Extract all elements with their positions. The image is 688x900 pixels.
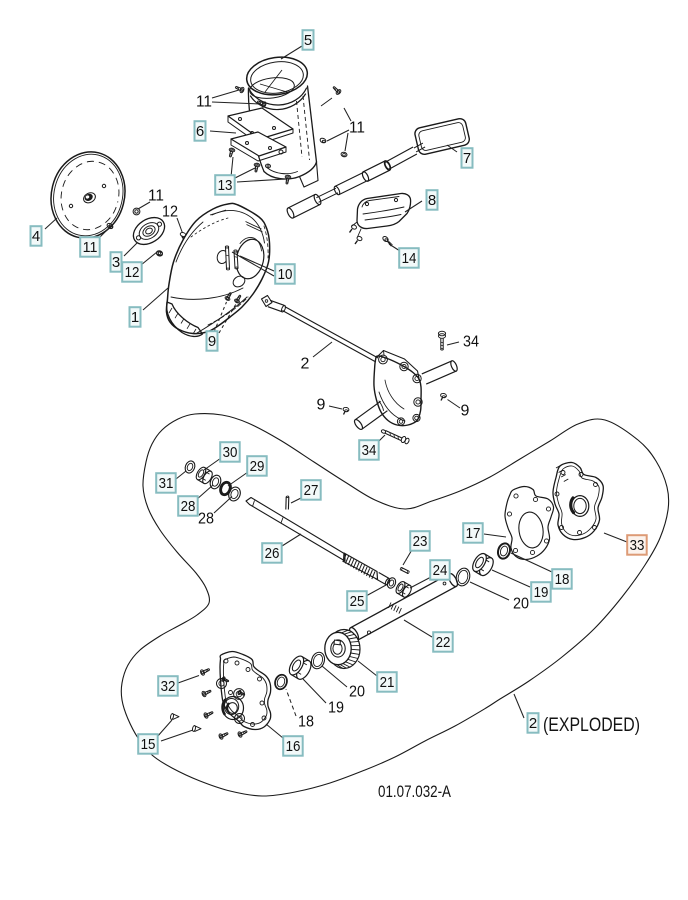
svg-text:12: 12 — [125, 264, 140, 281]
svg-text:20: 20 — [513, 596, 529, 613]
svg-text:12: 12 — [162, 204, 178, 221]
svg-text:28: 28 — [181, 498, 196, 515]
svg-text:1: 1 — [131, 309, 139, 326]
svg-text:9: 9 — [461, 403, 470, 420]
svg-text:33: 33 — [630, 537, 645, 554]
svg-text:6: 6 — [196, 123, 204, 140]
svg-text:17: 17 — [466, 525, 481, 542]
svg-text:19: 19 — [328, 700, 344, 717]
svg-text:18: 18 — [555, 571, 570, 588]
svg-text:11: 11 — [83, 239, 98, 256]
svg-text:25: 25 — [350, 593, 365, 610]
svg-text:10: 10 — [278, 266, 293, 283]
svg-text:15: 15 — [141, 736, 156, 753]
svg-text:14: 14 — [402, 250, 417, 267]
svg-text:32: 32 — [161, 678, 176, 695]
svg-text:13: 13 — [218, 177, 233, 194]
svg-text:34: 34 — [362, 442, 377, 459]
svg-text:18: 18 — [298, 714, 314, 731]
svg-text:3: 3 — [112, 254, 120, 271]
svg-text:7: 7 — [463, 150, 471, 167]
svg-text:21: 21 — [380, 674, 395, 691]
svg-text:24: 24 — [433, 562, 448, 579]
svg-text:2: 2 — [529, 715, 537, 732]
svg-text:8: 8 — [428, 192, 436, 209]
svg-text:11: 11 — [349, 120, 365, 137]
svg-text:(EXPLODED): (EXPLODED) — [543, 715, 640, 736]
svg-text:30: 30 — [223, 444, 238, 461]
svg-text:20: 20 — [349, 684, 365, 701]
svg-text:19: 19 — [534, 584, 549, 601]
svg-text:11: 11 — [148, 188, 164, 205]
svg-text:2: 2 — [301, 356, 310, 373]
svg-text:9: 9 — [317, 397, 326, 414]
svg-text:9: 9 — [208, 333, 216, 350]
svg-text:16: 16 — [286, 738, 301, 755]
svg-text:28: 28 — [198, 511, 214, 528]
svg-text:01.07.032-A: 01.07.032-A — [378, 782, 452, 801]
svg-text:27: 27 — [304, 482, 319, 499]
svg-text:31: 31 — [159, 475, 174, 492]
svg-text:26: 26 — [265, 545, 280, 562]
svg-text:22: 22 — [436, 634, 451, 651]
svg-text:34: 34 — [463, 334, 479, 351]
svg-text:23: 23 — [413, 533, 428, 550]
svg-text:4: 4 — [32, 228, 40, 245]
svg-text:5: 5 — [304, 32, 312, 49]
svg-text:11: 11 — [196, 94, 212, 111]
svg-text:29: 29 — [250, 458, 265, 475]
